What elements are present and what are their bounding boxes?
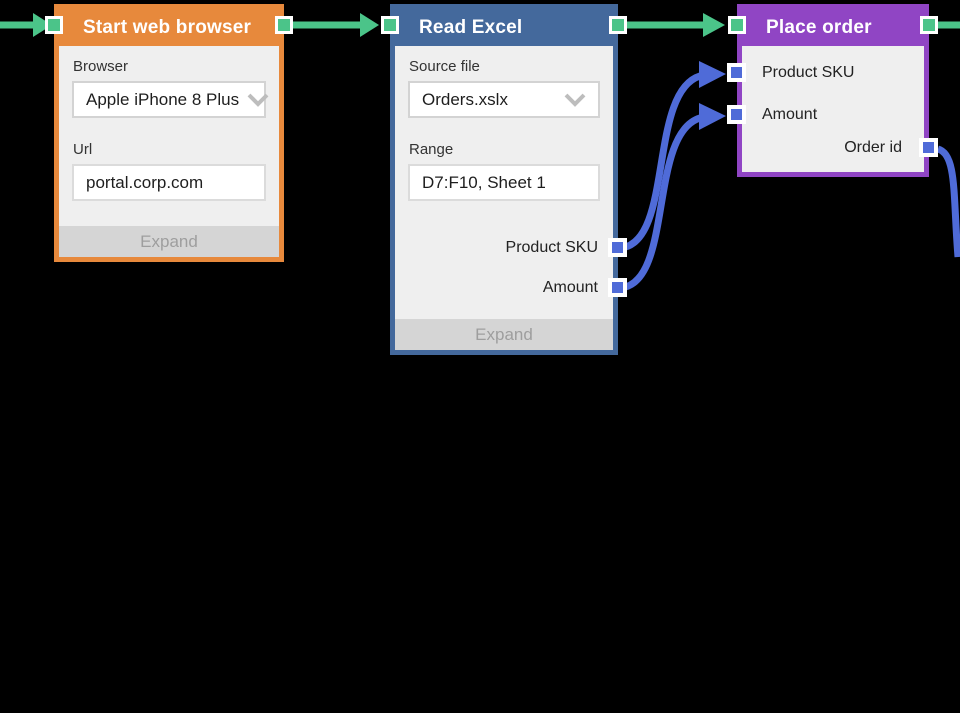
- flow-port-start-in[interactable]: [45, 16, 63, 34]
- source-file-dropdown[interactable]: Orders.xslx: [408, 81, 600, 118]
- data-port-order-amount[interactable]: [727, 105, 746, 124]
- chevron-down-icon: [247, 93, 269, 107]
- input-label-amount: Amount: [762, 106, 818, 123]
- wire-arrowhead: [699, 103, 726, 130]
- expand-button[interactable]: Expand: [59, 226, 279, 257]
- field-label-url: Url: [73, 141, 93, 158]
- node-body: [742, 46, 924, 172]
- data-wire-product-sku[interactable]: [620, 61, 726, 252]
- flow-arrowhead: [33, 13, 52, 37]
- output-label-product-sku: Product SKU: [505, 239, 598, 256]
- data-wire-order-id[interactable]: [936, 145, 960, 258]
- node-title: Read Excel: [419, 16, 523, 38]
- flow-port-order-in[interactable]: [728, 16, 746, 34]
- input-label-product-sku: Product SKU: [762, 64, 855, 81]
- output-label-amount: Amount: [542, 279, 598, 296]
- flow-port-excel-out[interactable]: [609, 16, 627, 34]
- output-label-order-id: Order id: [844, 139, 902, 156]
- node-title: Start web browser: [83, 16, 252, 38]
- flow-port-excel-in[interactable]: [381, 16, 399, 34]
- flow-port-order-out[interactable]: [920, 16, 938, 34]
- wire-arrowhead: [699, 61, 726, 88]
- flow-connection-canvas-to-start[interactable]: [0, 13, 52, 37]
- field-label-range: Range: [409, 141, 454, 158]
- node-title: Place order: [766, 16, 872, 38]
- data-port-excel-product-sku[interactable]: [608, 238, 627, 257]
- data-wire-amount[interactable]: [620, 103, 726, 292]
- node-start-web-browser[interactable]: Start web browser Browser Apple iPhone 8…: [54, 4, 284, 262]
- field-label-source-file: Source file: [409, 58, 480, 75]
- data-port-excel-amount[interactable]: [608, 278, 627, 297]
- flow-port-start-out[interactable]: [275, 16, 293, 34]
- flow-connection-start-to-excel[interactable]: [293, 13, 379, 37]
- browser-dropdown-value: Apple iPhone 8 Plus: [86, 89, 240, 109]
- browser-dropdown[interactable]: Apple iPhone 8 Plus: [72, 81, 269, 118]
- data-port-order-id[interactable]: [919, 138, 938, 157]
- source-file-dropdown-value: Orders.xslx: [422, 89, 508, 109]
- node-place-order[interactable]: Place order Product SKU Amount Order id: [737, 4, 929, 177]
- range-input-value: D7:F10, Sheet 1: [422, 172, 546, 192]
- flow-arrowhead: [703, 13, 725, 37]
- node-body: Source file Orders.xslx Range D7:F10, Sh…: [395, 46, 613, 319]
- range-input[interactable]: D7:F10, Sheet 1: [408, 164, 600, 201]
- flow-arrowhead: [360, 13, 379, 37]
- chevron-down-icon: [564, 93, 586, 107]
- data-port-order-product-sku[interactable]: [727, 63, 746, 82]
- flow-connection-excel-to-order[interactable]: [627, 13, 725, 37]
- node-body: Browser Apple iPhone 8 Plus Url portal.c…: [59, 46, 279, 226]
- url-input[interactable]: portal.corp.com: [72, 164, 266, 201]
- url-input-value: portal.corp.com: [86, 172, 204, 192]
- field-label-browser: Browser: [73, 58, 129, 75]
- expand-button[interactable]: Expand: [395, 319, 613, 350]
- node-read-excel[interactable]: Read Excel Source file Orders.xslx Range…: [390, 4, 618, 355]
